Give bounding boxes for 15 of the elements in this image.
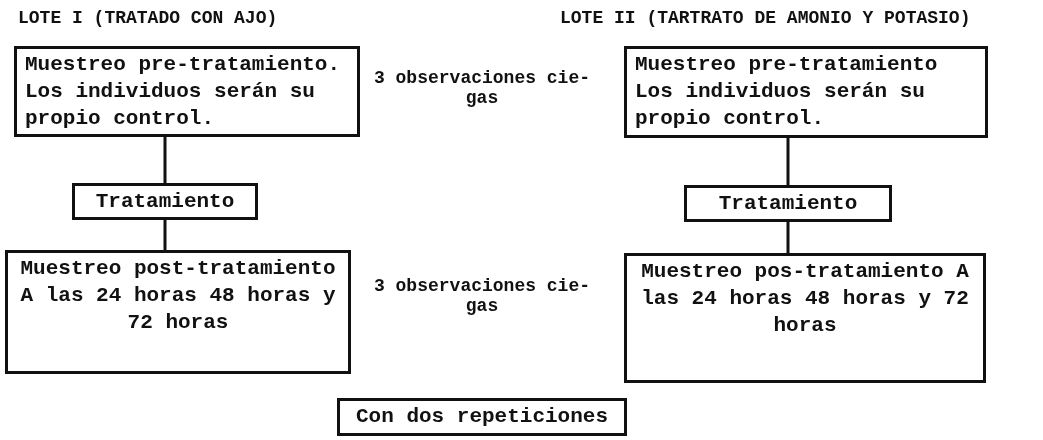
process-box: Muestreo pre-tratamiento. Los individuos serán su propio control. bbox=[14, 46, 360, 137]
process-box: Muestreo pos-tratamiento A las 24 horas 48 horas y 72 horas bbox=[624, 253, 986, 383]
process-box: Muestreo pre-tratamiento Los individuos serán su propio control. bbox=[624, 46, 988, 138]
connector-line bbox=[163, 137, 167, 183]
process-box: Tratamiento bbox=[72, 183, 258, 220]
process-box: Muestreo post-tratamiento A las 24 horas 48 horas y 72 horas bbox=[5, 250, 351, 374]
process-box: Tratamiento bbox=[684, 185, 892, 222]
group-heading: LOTE II (TARTRATO DE AMONIO Y POTASIO) bbox=[560, 8, 972, 28]
note-text: 3 observaciones cie- gas bbox=[372, 68, 591, 108]
group-heading: LOTE I (TRATADO CON AJO) bbox=[18, 8, 279, 28]
process-box: Con dos repeticiones bbox=[337, 398, 627, 436]
note-text: 3 observaciones cie- gas bbox=[372, 276, 591, 316]
connector-line bbox=[786, 222, 790, 253]
connector-line bbox=[786, 138, 790, 185]
connector-line bbox=[163, 220, 167, 250]
